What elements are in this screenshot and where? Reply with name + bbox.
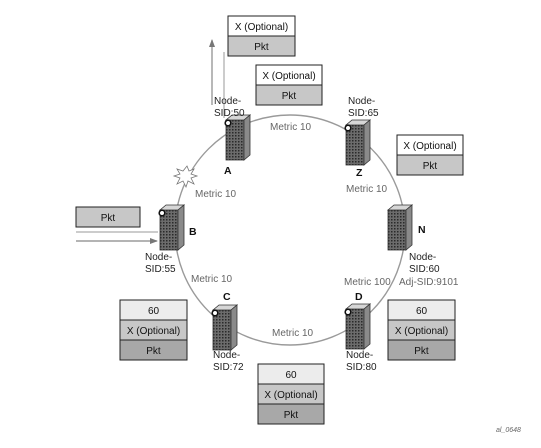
- link-failure-icon: [172, 165, 199, 189]
- router-a: [224, 114, 252, 161]
- node-a-letter: A: [224, 165, 232, 177]
- label-stack-at-d: 60 X (Optional) Pkt: [387, 299, 456, 361]
- router-z: [344, 119, 372, 166]
- metric-a-z: Metric 10: [270, 122, 312, 133]
- exit-arrow: [209, 39, 225, 118]
- node-n-sid-line2: SID:60: [409, 264, 440, 275]
- stack-label: Pkt: [101, 213, 116, 224]
- node-b-sid-line2: SID:55: [145, 264, 176, 275]
- node-d-sid-line2: SID:80: [346, 362, 377, 373]
- port-icon: [158, 209, 166, 217]
- stack-label: Pkt: [423, 161, 438, 172]
- node-b-letter: B: [189, 226, 197, 238]
- node-d-sid-line1: Node-: [346, 350, 373, 361]
- port-icon: [344, 124, 352, 132]
- router-n: [386, 204, 414, 251]
- stack-label: Pkt: [414, 346, 429, 357]
- stack-label: X (Optional): [127, 326, 180, 337]
- metric-n-d: Metric 100: [344, 277, 391, 288]
- ring-topology: [174, 114, 406, 346]
- stack-label: X (Optional): [264, 390, 317, 401]
- node-n-sid-line1: Node-: [409, 252, 436, 263]
- stack-label: 60: [416, 306, 428, 317]
- node-c-letter: C: [223, 291, 231, 303]
- stack-label: X (Optional): [235, 22, 288, 33]
- stack-label: X (Optional): [395, 326, 448, 337]
- entry-arrows: [76, 231, 158, 244]
- stack-label: Pkt: [146, 346, 161, 357]
- label-stack-bottom: 60 X (Optional) Pkt: [257, 363, 325, 425]
- node-c-sid-line2: SID:72: [213, 362, 244, 373]
- stack-label: 60: [148, 306, 160, 317]
- router-b: [158, 204, 186, 251]
- port-icon: [344, 308, 352, 316]
- metric-c-b: Metric 10: [191, 274, 233, 285]
- figure-id: al_0648: [496, 427, 521, 434]
- stack-label: X (Optional): [262, 71, 315, 82]
- router-c: [211, 304, 239, 351]
- node-d-letter: D: [355, 291, 363, 303]
- stack-label: 60: [285, 370, 297, 381]
- metric-b-a: Metric 10: [195, 189, 237, 200]
- node-c-sid-line1: Node-: [213, 350, 240, 361]
- router-d: [344, 303, 372, 350]
- stack-label: X (Optional): [403, 141, 456, 152]
- node-z-letter: Z: [356, 167, 363, 179]
- label-stack-near-z: X (Optional) Pkt: [396, 134, 464, 176]
- node-z-sid-line2: SID:65: [348, 108, 379, 119]
- node-a-sid-line1: Node-: [214, 96, 241, 107]
- label-stack-top-a: X (Optional) Pkt: [227, 15, 296, 57]
- node-z-sid-line1: Node-: [348, 96, 375, 107]
- stack-label: Pkt: [254, 42, 269, 53]
- label-stack-near-a: X (Optional) Pkt: [255, 64, 323, 106]
- stack-label: Pkt: [282, 91, 297, 102]
- port-icon: [224, 119, 232, 127]
- label-stack-in-b: Pkt: [75, 206, 141, 228]
- metric-d-c: Metric 10: [272, 328, 314, 339]
- metric-z-n: Metric 10: [346, 184, 388, 195]
- node-a-sid-line2: SID:50: [214, 108, 245, 119]
- node-b-sid-line1: Node-: [145, 252, 172, 263]
- port-icon: [211, 309, 219, 317]
- label-stack-at-c: 60 X (Optional) Pkt: [119, 299, 188, 361]
- node-n-letter: N: [418, 224, 426, 236]
- adj-sid-label: Adj-SID:9101: [399, 277, 459, 288]
- stack-label: Pkt: [284, 410, 299, 421]
